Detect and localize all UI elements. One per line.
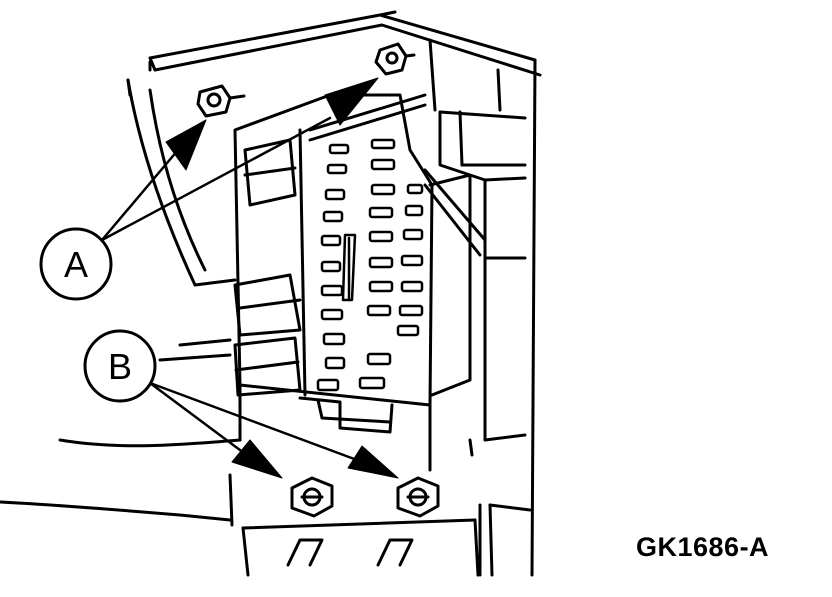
- nut-icon: [196, 84, 246, 118]
- callout-b-label: B: [108, 346, 132, 387]
- left-trim: [0, 78, 242, 522]
- figure-id-label: GK1686-A: [636, 532, 770, 562]
- right-bracket: [423, 110, 532, 577]
- fuse-slots: [316, 138, 424, 392]
- nut-icon: [290, 476, 334, 518]
- callout-a: A: [39, 227, 113, 301]
- callout-b: B: [83, 329, 157, 403]
- arrow-icon: [324, 77, 379, 126]
- arrow-icon: [347, 445, 399, 479]
- arrow-icon: [231, 439, 283, 479]
- nut-icon: [374, 42, 416, 76]
- panel-frame: [148, 10, 542, 577]
- nut-icon: [396, 476, 440, 518]
- lower-cover: [228, 473, 480, 577]
- callout-a-label: A: [64, 244, 88, 285]
- arrow-icon: [165, 119, 207, 171]
- arrowheads: [165, 77, 399, 479]
- leader-lines: [100, 116, 367, 465]
- relay-blocks: [233, 138, 302, 397]
